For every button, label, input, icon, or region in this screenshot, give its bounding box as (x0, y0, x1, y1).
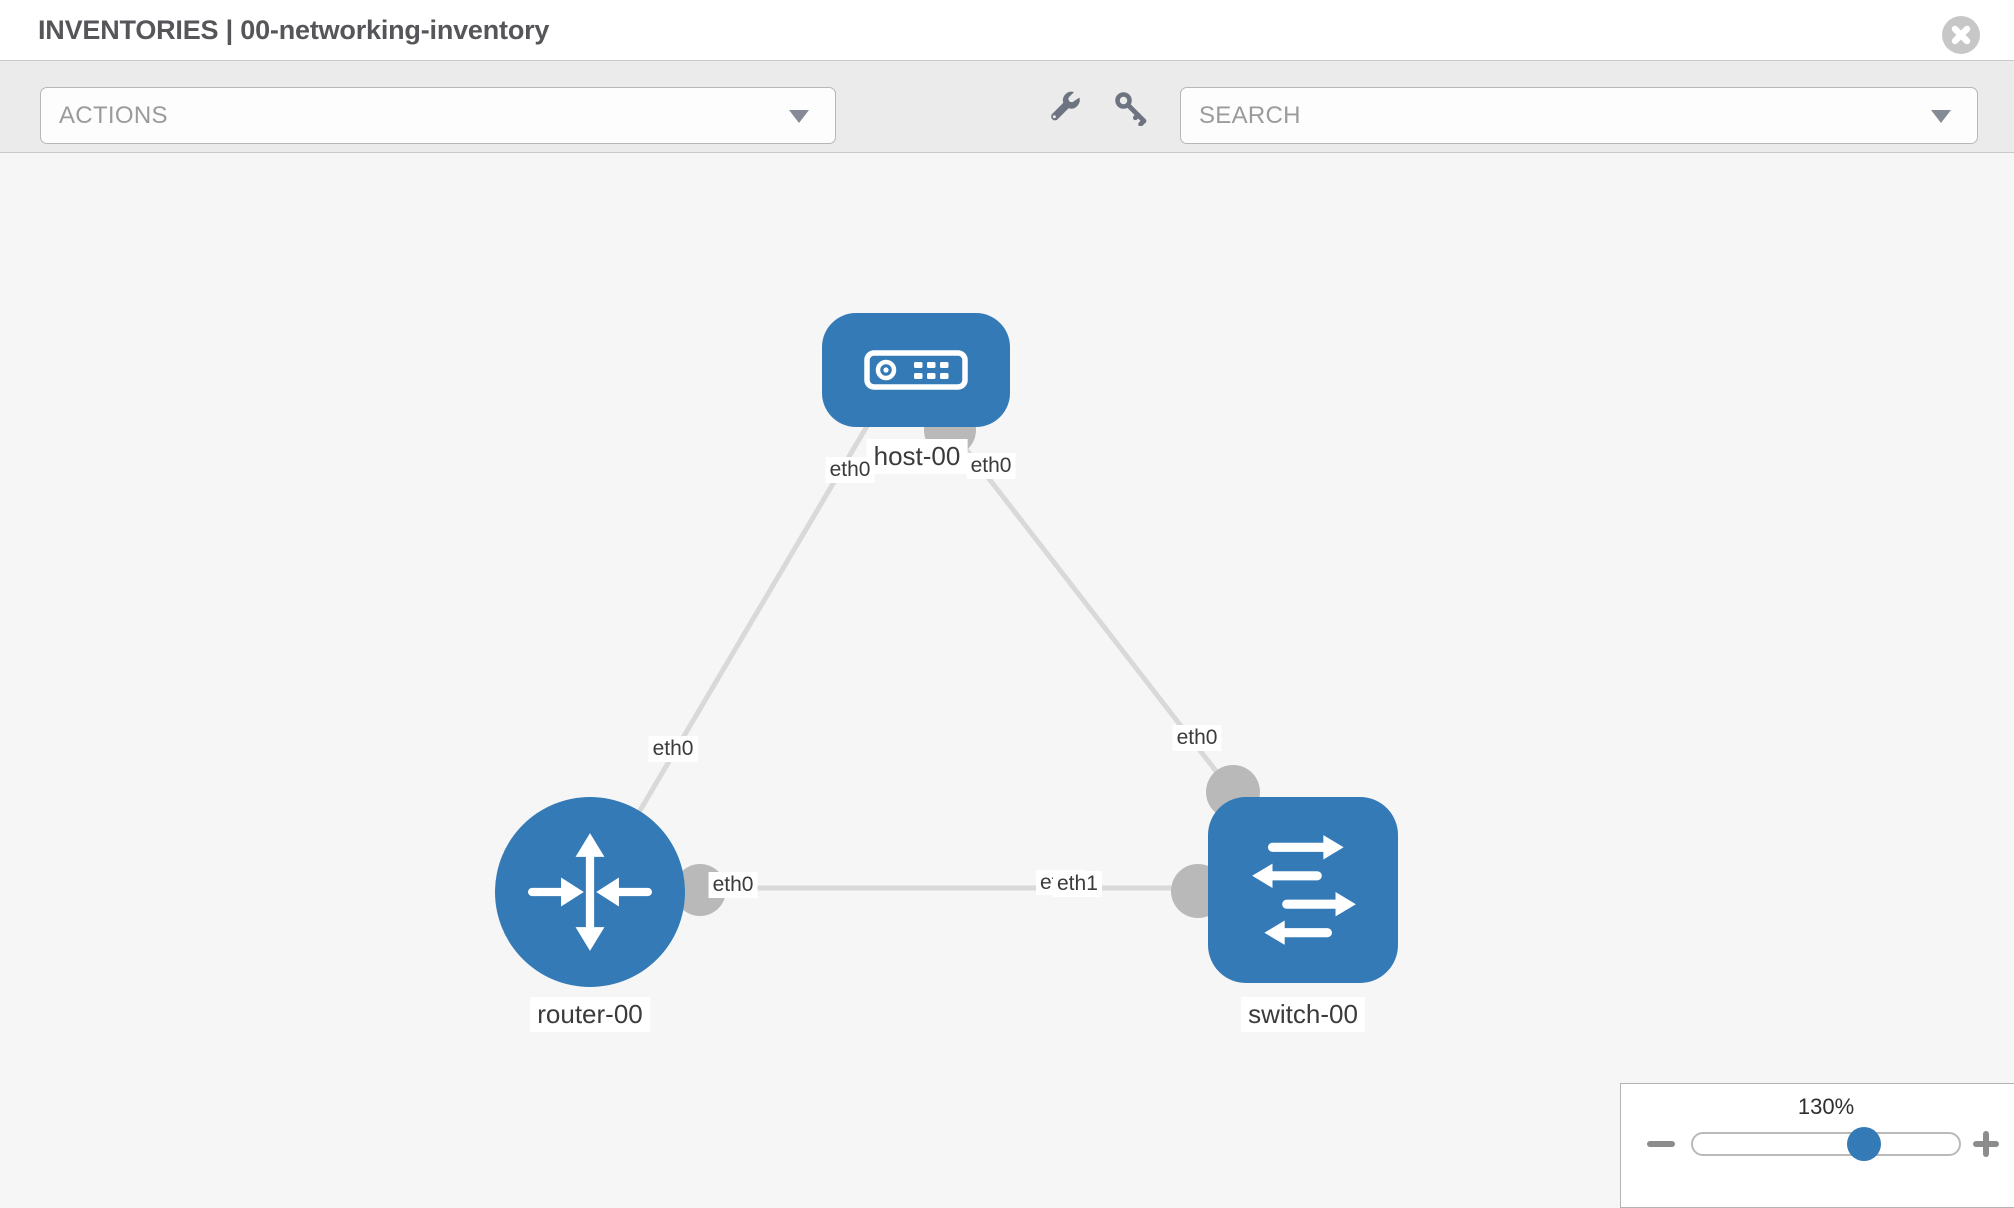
plus-icon zoom-in-button[interactable] (1973, 1131, 1999, 1157)
interface-label-host-left: eth0 (825, 457, 875, 483)
interface-label-switch-left-stack: eth0 eth1 (1036, 870, 1102, 900)
interface-label-router-right: eth0 (708, 872, 758, 898)
node-label-router: router-00 (530, 997, 650, 1032)
key-button[interactable] (1113, 90, 1149, 127)
actions-dropdown-label: ACTIONS (59, 102, 168, 129)
caret-down-icon (1931, 110, 1951, 123)
close-icon (1951, 25, 1971, 45)
host-icon (864, 350, 968, 390)
interface-label-switch-top: eth0 (1172, 725, 1222, 751)
interface-label-host-right: eth0 (966, 453, 1016, 479)
interface-label-switch-left: eth1 (1053, 871, 1102, 897)
caret-down-icon (789, 110, 809, 123)
node-host-00[interactable] (822, 313, 1010, 427)
links-layer (619, 404, 1260, 918)
link-host-router[interactable] (619, 419, 873, 843)
minus-icon zoom-out-button[interactable] (1647, 1141, 1675, 1147)
node-router-00[interactable] (495, 797, 685, 987)
wrench-button[interactable] (1047, 90, 1083, 126)
router-icon (528, 833, 652, 951)
zoom-slider-thumb[interactable] (1847, 1127, 1881, 1161)
node-switch-00[interactable] (1208, 797, 1398, 983)
search-dropdown[interactable]: SEARCH (1180, 87, 1978, 144)
actions-dropdown[interactable]: ACTIONS (40, 87, 836, 144)
zoom-level-readout: 130% (1797, 1094, 1855, 1119)
key-icon (1115, 92, 1147, 127)
search-dropdown-label: SEARCH (1199, 102, 1301, 129)
zoom-slider-track[interactable] (1691, 1132, 1961, 1156)
breadcrumb-header: INVENTORIES | 00-networking-inventory (0, 0, 2014, 61)
switch-icon (1252, 835, 1356, 945)
node-label-switch: switch-00 (1241, 997, 1365, 1032)
topology-canvas[interactable]: host-00 router-00 switch-00 eth0 eth0 et… (0, 153, 2014, 1200)
zoom-control-panel: 130% (1620, 1083, 2014, 1208)
page-title: INVENTORIES | 00-networking-inventory (38, 15, 550, 45)
interface-label-router-uplink: eth0 (648, 736, 698, 762)
node-label-host: host-00 (866, 439, 968, 474)
close-button[interactable] (1942, 16, 1980, 54)
toolbar: ACTIONS SEARCH (0, 61, 2014, 153)
wrench-icon (1051, 91, 1080, 121)
